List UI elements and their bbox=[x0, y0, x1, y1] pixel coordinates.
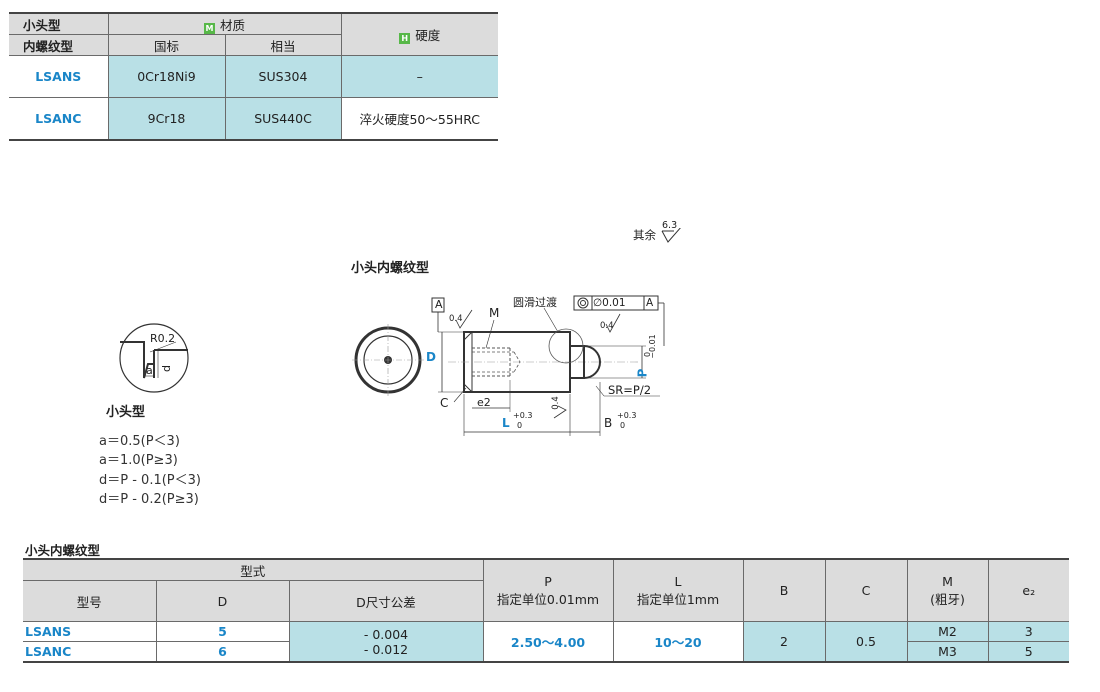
thread-m-label: M bbox=[489, 306, 500, 320]
material-header: M 材质 bbox=[107, 12, 342, 35]
spec-table-title: 小头内螺纹型 bbox=[25, 543, 101, 558]
c-value-cell: 0.5 bbox=[824, 621, 908, 663]
material-header-row-1: 小头型 M 材质 H 硬度 bbox=[9, 12, 498, 56]
d-header: D bbox=[155, 580, 290, 622]
spec-row-d: 5 bbox=[155, 621, 290, 642]
spec-row-e2: 5 bbox=[987, 641, 1069, 663]
hardness-header-label: 硬度 bbox=[415, 28, 441, 43]
d-tol-lower: - 0.012 bbox=[363, 641, 409, 657]
m-header: M (粗牙) bbox=[906, 558, 989, 622]
spec-row: LSANC 6 M3 5 bbox=[23, 641, 1069, 663]
spec-row: LSANS 5 - 0.004 - 0.012 2.50～4.00 10～20 … bbox=[23, 621, 1069, 663]
detail-radius-label: R0.2 bbox=[150, 332, 176, 345]
material-row-hardness: – bbox=[340, 55, 498, 98]
p-header-label: P bbox=[544, 573, 552, 589]
roughness-04-label-2: 0.4 bbox=[600, 321, 614, 331]
material-row: LSANS 0Cr18Ni9 SUS304 – bbox=[9, 55, 498, 98]
smooth-transition-label: 圆滑过渡 bbox=[513, 296, 557, 309]
spec-row-e2: 3 bbox=[987, 621, 1069, 642]
hardness-badge-icon: H bbox=[399, 33, 411, 44]
material-row: LSANC 9Cr18 SUS440C 淬火硬度50～55HRC bbox=[9, 97, 498, 141]
datum-a-label: A bbox=[435, 298, 443, 311]
chamfer-c-label: C bbox=[440, 396, 449, 410]
l-header: L 指定单位1mm bbox=[612, 558, 744, 622]
spec-header-row-2: 型号 D D尺寸公差 bbox=[23, 580, 1069, 622]
formula-a-small: a＝0.5(P＜3) bbox=[99, 434, 180, 449]
formula-d-small: d＝P - 0.1(P＜3) bbox=[99, 473, 201, 488]
detail-view-drawing bbox=[119, 323, 189, 393]
material-badge-icon: M bbox=[203, 22, 215, 34]
concentricity-value: ∅0.01 bbox=[593, 297, 626, 309]
formula-d-large: d＝P - 0.2(P≥3) bbox=[99, 492, 199, 507]
sr-label: SR=P/2 bbox=[608, 383, 652, 397]
c-header: C bbox=[824, 558, 908, 622]
spec-header-row-1: 型式 P 指定单位0.01mm L 指定单位1mm B C M (粗牙) e₂ bbox=[23, 558, 1069, 622]
rest-roughness-label: 其余 bbox=[633, 228, 656, 242]
d-tol-header: D尺寸公差 bbox=[288, 580, 483, 622]
type-group-header: 型式 bbox=[23, 558, 484, 581]
l-header-label: L bbox=[674, 573, 682, 589]
l-header-unit: 指定单位1mm bbox=[636, 591, 720, 607]
roughness-symbol-icon bbox=[661, 228, 681, 243]
gb-header: 国标 bbox=[107, 34, 226, 56]
m-header-label: M bbox=[942, 573, 953, 589]
material-header-label: 材质 bbox=[219, 17, 245, 33]
model-header: 型号 bbox=[23, 580, 157, 622]
b-tol-lower: 0 bbox=[620, 421, 626, 430]
l-tol-upper: +0.3 bbox=[513, 411, 533, 420]
l-range-cell: 10～20 bbox=[612, 621, 744, 663]
concentricity-datum: A bbox=[646, 297, 654, 309]
d-tolerance-cell: - 0.004 - 0.012 bbox=[288, 621, 484, 663]
material-table: 小头型 M 材质 H 硬度 内螺纹型 国标 相当 LSANS 0Cr18Ni9 SU… bbox=[9, 12, 498, 141]
spec-row-d: 6 bbox=[155, 641, 290, 663]
l-tol-lower: 0 bbox=[517, 421, 523, 430]
b-value-cell: 2 bbox=[742, 621, 826, 663]
material-header-row-2: 内螺纹型 国标 相当 bbox=[9, 34, 498, 56]
p-range-cell: 2.50～4.00 bbox=[482, 621, 614, 663]
hardness-header: H 硬度 bbox=[340, 12, 498, 56]
p-header: P 指定单位0.01mm bbox=[482, 558, 614, 622]
e2-header: e₂ bbox=[987, 558, 1069, 622]
material-row-gb: 0Cr18Ni9 bbox=[107, 55, 226, 98]
detail-a-label: a bbox=[146, 364, 153, 377]
dim-l-label: L bbox=[502, 416, 510, 430]
rest-roughness-value: 6.3 bbox=[662, 220, 678, 231]
material-row-code: LSANC bbox=[9, 97, 109, 141]
detail-title: 小头型 bbox=[106, 405, 146, 420]
detail-d-label: d bbox=[159, 365, 173, 372]
material-row-equiv: SUS440C bbox=[224, 97, 342, 141]
side-view-drawing bbox=[431, 295, 665, 436]
d-tol-upper: - 0.004 bbox=[363, 626, 409, 642]
spec-row-model: LSANC bbox=[23, 641, 157, 663]
roughness-04-label-3: 0.4 bbox=[550, 396, 561, 410]
equiv-header: 相当 bbox=[224, 34, 341, 56]
m-header-sub: (粗牙) bbox=[930, 591, 965, 607]
e2-label: e2 bbox=[477, 396, 491, 409]
dim-b-label: B bbox=[604, 416, 613, 430]
material-row-code: LSANS bbox=[9, 55, 109, 98]
type-header: 小头型 bbox=[9, 12, 109, 35]
b-header: B bbox=[742, 558, 826, 622]
roughness-04-label: 0.4 bbox=[449, 314, 463, 324]
spec-row-m: M2 bbox=[906, 621, 989, 642]
dim-p-label: P bbox=[635, 368, 650, 378]
spec-table: 型式 P 指定单位0.01mm L 指定单位1mm B C M (粗牙) e₂ … bbox=[23, 558, 1069, 663]
end-view-drawing bbox=[352, 324, 424, 396]
spec-row-m: M3 bbox=[906, 641, 989, 663]
p-tol-lower: −0.01 bbox=[647, 334, 657, 359]
b-tol-upper: +0.3 bbox=[617, 411, 637, 420]
drawing-title: 小头内螺纹型 bbox=[351, 261, 430, 276]
material-row-hardness: 淬火硬度50～55HRC bbox=[340, 97, 498, 141]
inner-thread-header: 内螺纹型 bbox=[9, 34, 109, 56]
spec-row-model: LSANS bbox=[23, 621, 157, 642]
formula-a-large: a＝1.0(P≥3) bbox=[99, 453, 178, 468]
material-row-gb: 9Cr18 bbox=[107, 97, 226, 141]
dim-d-label: D bbox=[426, 350, 436, 364]
material-row-equiv: SUS304 bbox=[224, 55, 342, 98]
p-header-unit: 指定单位0.01mm bbox=[496, 591, 600, 607]
